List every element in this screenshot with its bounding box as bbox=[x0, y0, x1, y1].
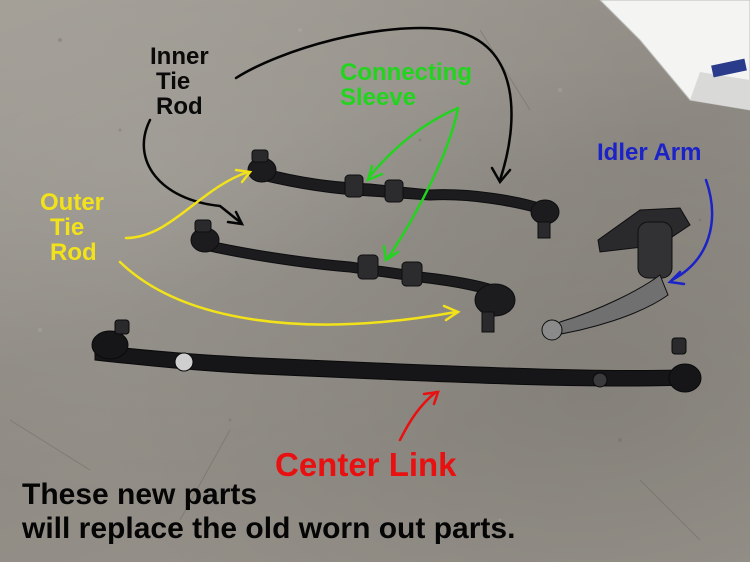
photo-caption: These new parts will replace the old wor… bbox=[22, 478, 515, 545]
outer-tie-rod-line-3: Rod bbox=[50, 239, 97, 267]
parts-box bbox=[599, 0, 750, 111]
center-link bbox=[91, 319, 702, 393]
inner-tie-rod-arrow bbox=[142, 26, 513, 226]
center-link-label: Center Link bbox=[275, 446, 457, 483]
inner-tie-rod-label: Inner Tie Rod bbox=[150, 44, 209, 120]
idler-arm-label: Idler Arm bbox=[597, 139, 702, 166]
concrete-texture bbox=[9, 28, 702, 541]
inner-tie-rod-line-1: Inner bbox=[150, 43, 209, 70]
outer-tie-rod-arrow bbox=[118, 168, 461, 326]
idler-arm-arrow bbox=[667, 178, 714, 286]
connecting-sleeve-arrow bbox=[366, 106, 460, 263]
connecting-sleeve-line-1: Connecting bbox=[340, 59, 472, 86]
inner-tie-rod-line-2: Tie bbox=[156, 68, 191, 96]
idler-arm bbox=[541, 207, 691, 341]
center-link-arrow bbox=[398, 390, 440, 442]
outer-tie-rod-line-2: Tie bbox=[50, 214, 85, 242]
connecting-sleeve-label: Connecting Sleeve bbox=[340, 59, 472, 112]
caption-line-2: will replace the old worn out parts. bbox=[22, 511, 516, 545]
upper-tie-rod bbox=[247, 149, 560, 239]
connecting-sleeve-line-2: Sleeve bbox=[340, 84, 417, 112]
caption-line-1: These new parts bbox=[22, 478, 258, 511]
outer-tie-rod-label: Outer Tie Rod bbox=[40, 190, 104, 266]
inner-tie-rod-line-3: Rod bbox=[156, 93, 203, 121]
outer-tie-rod-line-1: Outer bbox=[40, 189, 105, 216]
lower-tie-rod bbox=[190, 219, 516, 333]
